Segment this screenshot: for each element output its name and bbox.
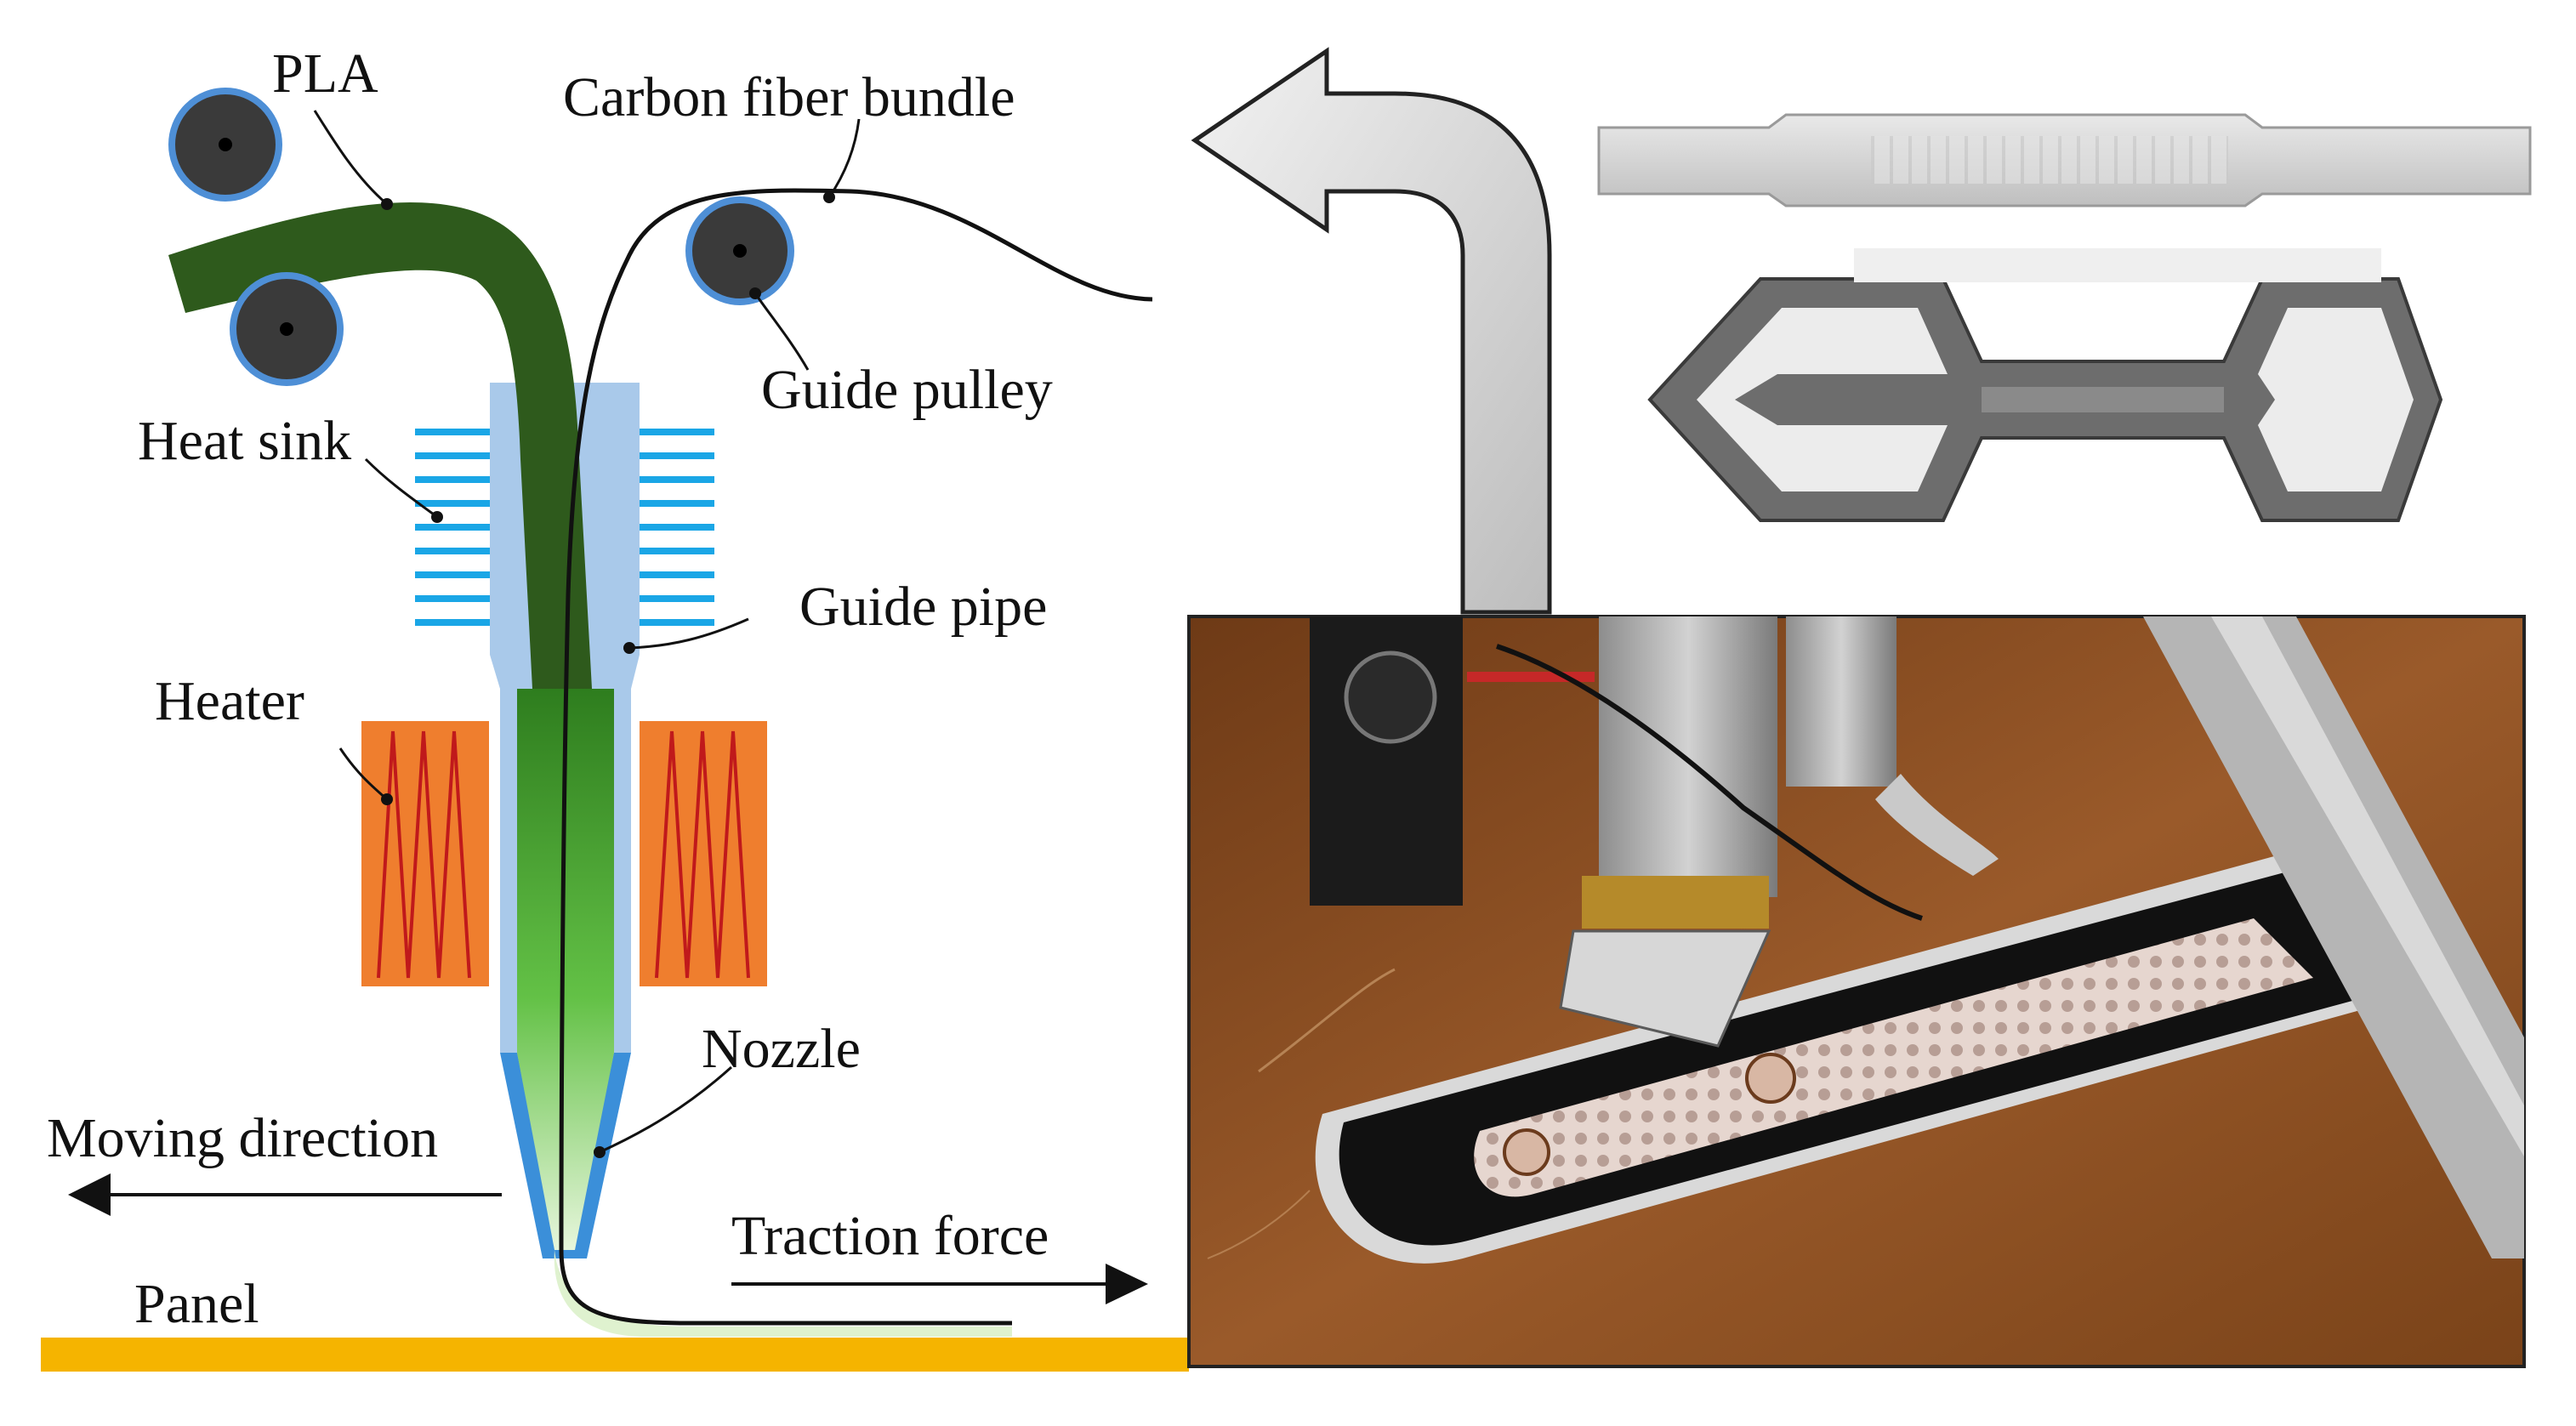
photo-print-head bbox=[1310, 616, 1999, 1048]
label-carbon-fiber-bundle: Carbon fiber bundle bbox=[563, 66, 1015, 128]
label-panel: Panel bbox=[134, 1273, 259, 1335]
deposited-bead bbox=[554, 1250, 1012, 1337]
printed-part-side-view bbox=[1597, 113, 2532, 207]
label-pla: PLA bbox=[272, 43, 378, 105]
photo-gantry-rail bbox=[2143, 616, 2524, 1258]
label-nozzle: Nozzle bbox=[702, 1018, 861, 1080]
heater bbox=[361, 721, 767, 986]
carbon-fiber-bundle bbox=[559, 188, 1153, 1326]
label-heat-sink: Heat sink bbox=[138, 410, 351, 472]
photo-perforated-infill bbox=[1474, 918, 2313, 1197]
label-heater: Heater bbox=[155, 670, 304, 732]
curved-arrow-up-left-icon bbox=[1191, 47, 1552, 615]
moving-direction-arrow bbox=[68, 1173, 502, 1216]
label-moving-direction: Moving direction bbox=[47, 1107, 438, 1169]
leader-dots bbox=[381, 191, 835, 1158]
leader-lines bbox=[313, 110, 861, 1154]
printing-photo bbox=[1187, 615, 2526, 1368]
label-guide-pulley: Guide pulley bbox=[761, 359, 1053, 421]
label-traction-force: Traction force bbox=[731, 1205, 1049, 1267]
traction-force-arrow bbox=[731, 1264, 1148, 1304]
panel-plate bbox=[41, 1338, 1189, 1372]
pla-feed-rollers bbox=[168, 88, 344, 386]
printed-part-top-view bbox=[1647, 248, 2443, 522]
pla-filament bbox=[168, 202, 592, 689]
label-guide-pipe: Guide pipe bbox=[799, 576, 1047, 638]
pla-melt bbox=[517, 689, 614, 1250]
schematic: PLA Carbon fiber bundle Guide pulley Hea… bbox=[41, 43, 1189, 1372]
heat-sink bbox=[415, 429, 714, 626]
guide-pulley bbox=[685, 196, 794, 305]
